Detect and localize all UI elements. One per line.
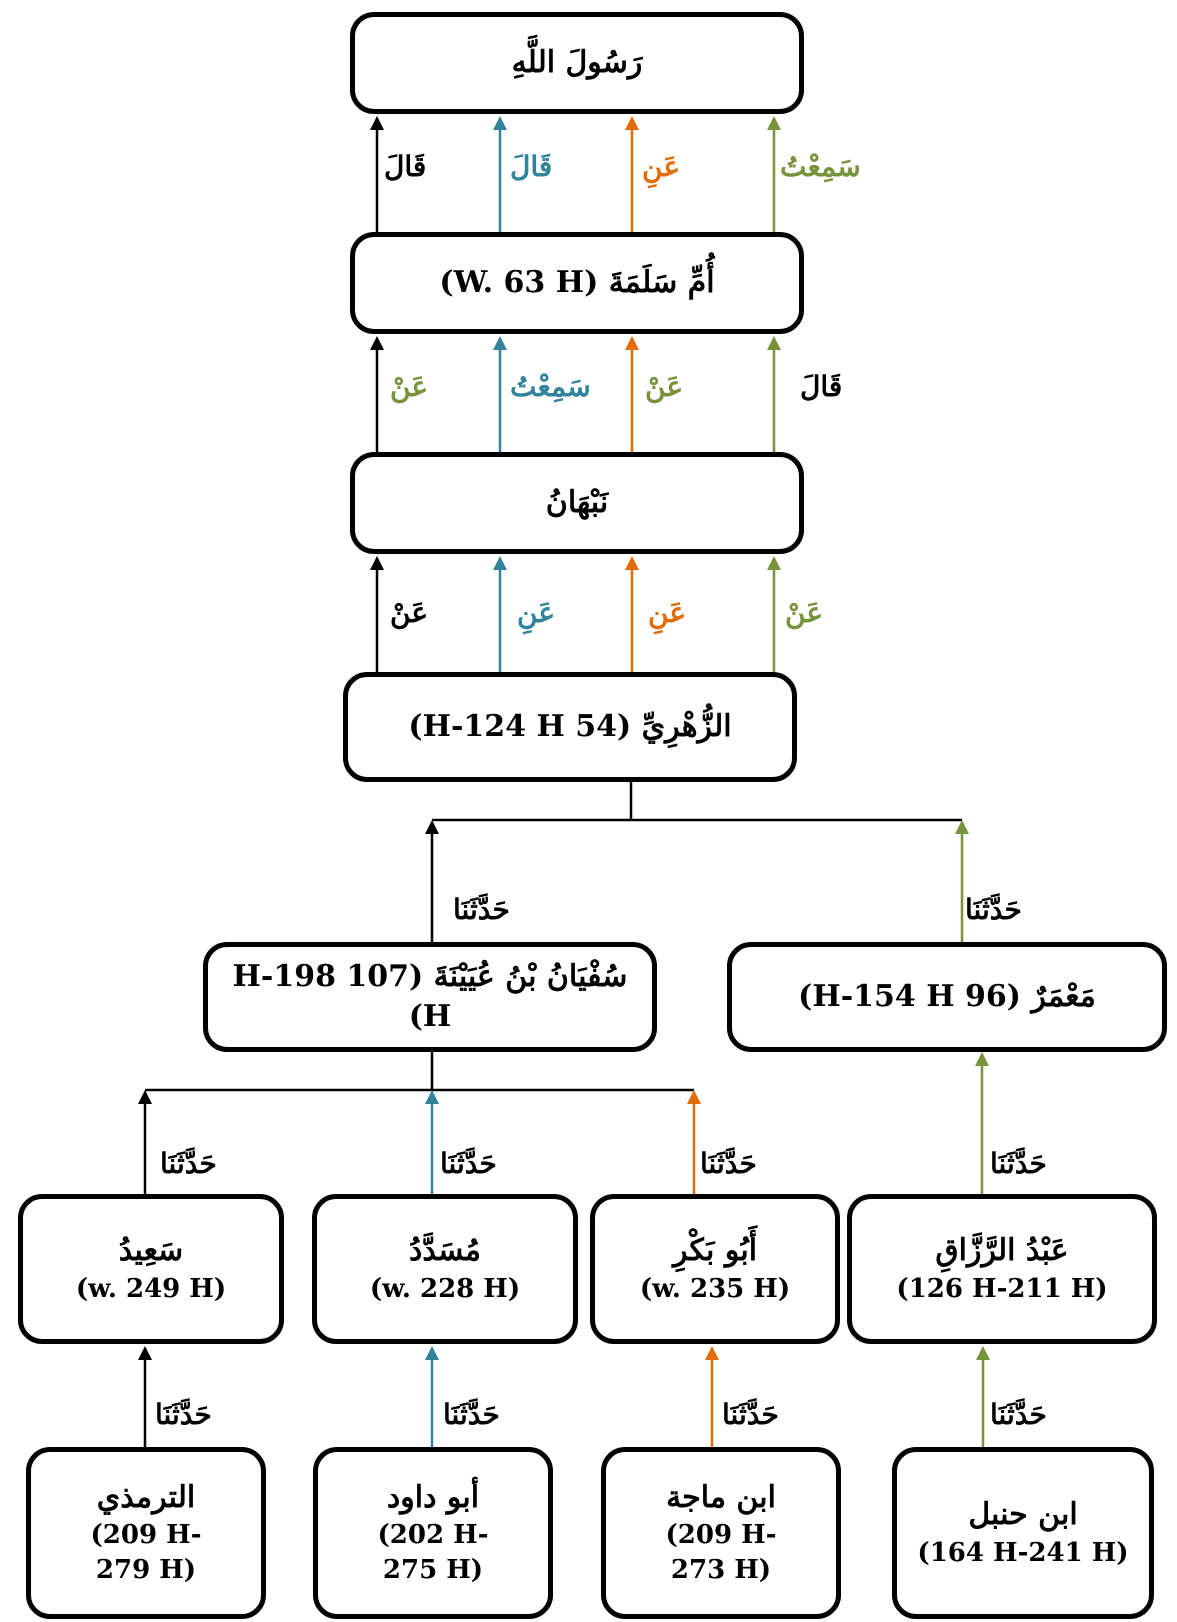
node-said: سَعِيدُ (w. 249 H) (18, 1194, 284, 1344)
edge-label: سَمِعْتُ (510, 370, 591, 403)
arrow-head (625, 556, 639, 570)
edge-label: حَدَّثَنَا (990, 1398, 1047, 1431)
edge-label: حَدَّثَنَا (443, 1398, 500, 1431)
node-zuhri: الزُّهْرِيِّ (54 H-124 H) (343, 672, 797, 782)
arrow-head (767, 116, 781, 130)
node-abu-bakr: أَبُو بَكْرِ (w. 235 H) (590, 1194, 840, 1344)
node-abdurrazzaq: عَبْدُ الرَّزَّاقِ (126 H-211 H) (847, 1194, 1157, 1344)
arrow-head (705, 1346, 719, 1360)
node-ibn-hanbal: ابن حنبل (164 H-241 H) (892, 1447, 1154, 1619)
node-name: عَبْدُ الرَّزَّاقِ (935, 1233, 1069, 1269)
node-name: سَعِيدُ (118, 1233, 184, 1269)
arrow-head (493, 116, 507, 130)
node-dates: (202 H-275 H) (377, 1520, 489, 1586)
node-tirmidzi: الترمذي (209 H-279 H) (26, 1447, 266, 1619)
arrow-head (955, 820, 969, 834)
node-name: أَبُو بَكْرِ (672, 1233, 758, 1269)
arrow-head (767, 336, 781, 350)
arrow-head (767, 556, 781, 570)
node-name: ابن ماجة (666, 1479, 776, 1515)
edge-label: عَنِ (642, 150, 681, 183)
edge-label: حَدَّثَنَا (700, 1147, 757, 1180)
node-ummu-salamah: أُمِّ سَلَمَةَ (W. 63 H) (350, 232, 804, 334)
arrow-head (138, 1346, 152, 1360)
arrow-head (625, 116, 639, 130)
node-name: مُسَدَّدُ (409, 1233, 481, 1269)
node-ibn-majah: ابن ماجة (209 H-273 H) (601, 1447, 841, 1619)
arrow-head (425, 1346, 439, 1360)
arrow-head (625, 336, 639, 350)
node-name: الترمذي (96, 1479, 196, 1515)
arrow-head (975, 1052, 989, 1066)
edge-label: سَمِعْتُ (780, 150, 861, 183)
node-sufyan: سُفْيَانُ بْنُ عُيَيْنَةَ (107 H-198 H) (203, 942, 657, 1052)
node-name: الزُّهْرِيِّ (54 H-124 H) (408, 708, 732, 744)
node-dates: (w. 235 H) (639, 1273, 791, 1304)
arrow-head (370, 336, 384, 350)
arrow-head (370, 116, 384, 130)
node-dates: (209 H-279 H) (90, 1520, 202, 1586)
node-dates: (w. 249 H) (75, 1273, 227, 1304)
edge-label: قَالَ (510, 150, 553, 183)
arrow-head (425, 1090, 439, 1104)
node-name: سُفْيَانُ بْنُ عُيَيْنَةَ (107 H-198 H) (232, 958, 628, 1035)
edge-label: حَدَّثَنَا (440, 1147, 497, 1180)
arrow-head (687, 1090, 701, 1104)
edge-label: حَدَّثَنَا (990, 1147, 1047, 1180)
arrow-head (425, 820, 439, 834)
edge-label: حَدَّثَنَا (722, 1398, 779, 1431)
node-rasulullah: رَسُولَ اللَّهِ (350, 12, 804, 114)
arrow-head (493, 556, 507, 570)
node-dates: (209 H-273 H) (665, 1520, 777, 1586)
edge-label: حَدَّثَنَا (160, 1147, 217, 1180)
node-musaddad: مُسَدَّدُ (w. 228 H) (312, 1194, 578, 1344)
edge-label: عَنِ (648, 596, 687, 629)
node-nabhan: نَبْهَانُ (350, 452, 804, 554)
edge-label: حَدَّثَنَا (155, 1398, 212, 1431)
edge-label: قَالَ (384, 150, 427, 183)
arrow-head (138, 1090, 152, 1104)
edge-label: عَنْ (390, 596, 429, 629)
node-name: ابن حنبل (968, 1497, 1078, 1533)
edge-label: حَدَّثَنَا (453, 893, 510, 926)
node-dates: (w. 228 H) (369, 1273, 521, 1304)
node-name: مَعْمَرٌ (96 H-154 H) (798, 978, 1096, 1014)
arrow-head (976, 1346, 990, 1360)
edge-label: عَنْ (390, 370, 429, 403)
node-mamar: مَعْمَرٌ (96 H-154 H) (727, 942, 1167, 1052)
node-abu-dawud: أبو داود (202 H-275 H) (313, 1447, 553, 1619)
node-dates: (126 H-211 H) (896, 1273, 1108, 1304)
edge-label: قَالَ (800, 370, 843, 403)
node-name: رَسُولَ اللَّهِ (511, 44, 643, 80)
arrow-head (370, 556, 384, 570)
arrow-head (493, 336, 507, 350)
node-name: نَبْهَانُ (545, 484, 609, 520)
edge-label: عَنِ (517, 596, 556, 629)
node-dates: (164 H-241 H) (917, 1537, 1129, 1568)
edge-label: عَنْ (645, 370, 684, 403)
edge-label: حَدَّثَنَا (965, 893, 1022, 926)
node-name: أبو داود (386, 1479, 480, 1515)
node-name: أُمِّ سَلَمَةَ (W. 63 H) (439, 264, 715, 300)
edge-label: عَنْ (785, 596, 824, 629)
